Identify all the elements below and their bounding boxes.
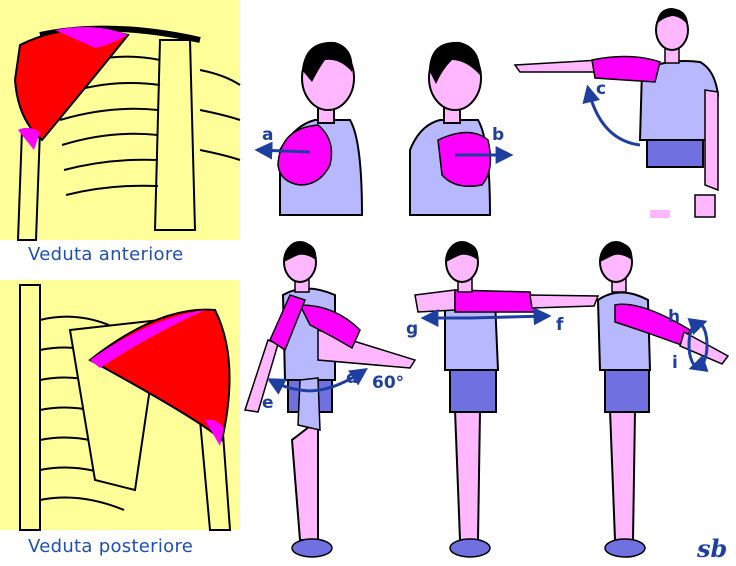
arrow-a <box>258 150 310 152</box>
spine <box>20 285 40 530</box>
leg <box>455 410 480 540</box>
shoulder-highlight <box>438 133 490 187</box>
humerus <box>18 130 40 240</box>
signature: sb <box>697 534 727 563</box>
figure-motion-fg: f g <box>406 242 598 557</box>
angle-label: 60° <box>372 373 404 393</box>
label-g: g <box>406 319 418 339</box>
label-d: d <box>346 368 358 388</box>
figure-motion-b: b <box>410 42 510 215</box>
caption-anterior-view: Veduta anteriore <box>28 244 184 265</box>
label-f: f <box>556 315 564 335</box>
hanging-arm <box>705 90 718 190</box>
label-c: c <box>596 79 606 99</box>
shorts <box>450 370 496 412</box>
figure-motion-de: d 60° e <box>245 242 415 557</box>
label-i: i <box>672 353 678 373</box>
label-h: h <box>668 307 680 327</box>
figure-motion-hi: h i <box>598 242 728 557</box>
anterior-view-panel <box>0 0 240 240</box>
shoe <box>450 539 490 557</box>
figure-motion-c: c <box>515 8 718 218</box>
upper-arm <box>455 290 535 312</box>
figure-motion-a: a <box>258 42 362 215</box>
rear-arm <box>415 290 455 312</box>
forearm <box>530 295 598 308</box>
shoe <box>605 539 645 557</box>
shoe <box>292 539 332 557</box>
label-b: b <box>492 125 504 145</box>
arrow-f <box>470 316 548 318</box>
label-a: a <box>262 125 273 145</box>
sternum <box>155 40 195 230</box>
posterior-view-panel <box>0 280 240 530</box>
label-e: e <box>262 393 274 413</box>
shorts <box>605 370 649 412</box>
leg <box>650 210 670 218</box>
leg <box>695 195 715 217</box>
leg <box>292 420 318 540</box>
raised-forearm <box>515 60 605 72</box>
leg <box>610 410 635 540</box>
hanging-arm <box>298 378 320 430</box>
caption-posterior-view: Veduta posteriore <box>28 536 193 557</box>
